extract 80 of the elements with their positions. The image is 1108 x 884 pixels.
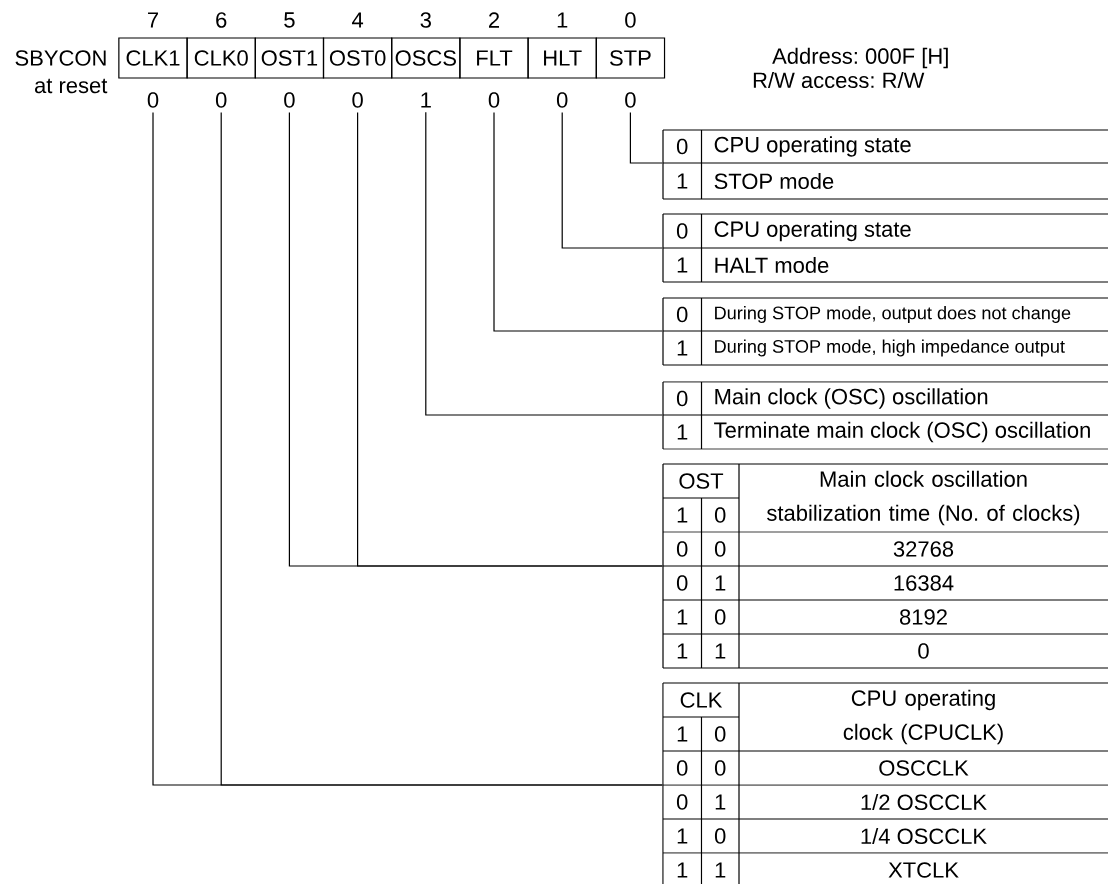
bit-value: 0 xyxy=(676,575,688,591)
reset-value: 0 xyxy=(556,92,568,108)
bit-field-box: OSCS xyxy=(391,37,461,79)
bit-value: 0 xyxy=(676,223,688,239)
bit-value: 0 xyxy=(676,760,688,776)
bit-value: 1 xyxy=(715,643,726,659)
bit-value: 1 xyxy=(715,575,726,591)
setting-value: XTCLK xyxy=(888,862,959,878)
bit-value: 1 xyxy=(715,862,726,878)
bit-field-box: OST1 xyxy=(254,37,325,79)
access-text: R/W access: R/W xyxy=(753,71,925,89)
bit-value: 0 xyxy=(714,760,726,776)
description-text: Terminate main clock (OSC) oscillation xyxy=(714,421,1090,443)
description-text: Main clock (OSC) oscillation xyxy=(715,388,988,409)
bit-value: 1 xyxy=(677,828,688,844)
setting-value: 32768 xyxy=(893,541,954,557)
bit-value: 0 xyxy=(714,541,726,557)
reset-value: 0 xyxy=(147,92,159,108)
leader-line xyxy=(357,111,663,567)
bit-number: 2 xyxy=(489,12,499,28)
bit-value: 1 xyxy=(677,257,688,273)
leader-line xyxy=(493,111,663,332)
reset-value: 0 xyxy=(488,92,500,108)
description-text: STOP mode xyxy=(714,172,834,190)
setting-value: 8192 xyxy=(900,609,947,625)
leader-line xyxy=(629,111,663,164)
bit-number: 7 xyxy=(148,12,158,28)
column-header: CPU operating clock (CPUCLK) xyxy=(843,689,1003,745)
bit-value: 0 xyxy=(676,138,688,155)
reset-value: 0 xyxy=(284,92,295,108)
bit-field-box: OST0 xyxy=(322,37,393,79)
bit-number: 5 xyxy=(284,12,295,28)
bit-number: 1 xyxy=(677,726,688,742)
bit-number: 0 xyxy=(714,726,726,742)
reset-value: 0 xyxy=(352,92,363,108)
bit-field-box: FLT xyxy=(459,37,529,79)
setting-value: 0 xyxy=(918,643,929,659)
bit-value: 0 xyxy=(714,609,726,625)
bit-value: 1 xyxy=(677,424,688,440)
reset-value: 0 xyxy=(625,92,636,108)
bit-value: 1 xyxy=(715,794,726,810)
setting-value: 1/2 OSCCLK xyxy=(861,793,987,811)
description-text: During STOP mode, output does not change xyxy=(715,306,1071,323)
bit-number: 6 xyxy=(216,12,227,28)
bit-number: 0 xyxy=(714,507,726,523)
bit-value: 1 xyxy=(677,173,688,189)
column-header: Main clock oscillation stabilization time (No. of clocks) xyxy=(767,470,1080,526)
description-text: CPU operating state xyxy=(714,136,911,157)
bit-value: 0 xyxy=(676,794,688,810)
address-text: Address: 000F [H] xyxy=(772,47,948,69)
description-text: HALT mode xyxy=(715,256,829,274)
setting-value: 1/4 OSCCLK xyxy=(861,827,987,845)
bit-value: 0 xyxy=(676,306,688,323)
bit-number: 3 xyxy=(420,12,431,28)
bit-field-box: STP xyxy=(595,37,666,79)
bit-value: 1 xyxy=(677,862,688,878)
bit-field-box: CLK0 xyxy=(186,37,256,79)
setting-value: 16384 xyxy=(894,575,954,591)
row-label: at reset xyxy=(35,78,108,94)
bit-number: 0 xyxy=(625,12,636,28)
description-text: During STOP mode, high impedance output xyxy=(715,339,1065,357)
bit-value: 0 xyxy=(714,828,726,844)
bit-number: 1 xyxy=(677,507,688,523)
bit-field-box: HLT xyxy=(527,37,597,79)
bit-value: 0 xyxy=(676,541,688,557)
bit-value: 1 xyxy=(677,340,688,356)
setting-value: OSCCLK xyxy=(879,760,969,776)
bit-value: 1 xyxy=(677,643,688,659)
bit-field-box: CLK1 xyxy=(118,37,188,79)
leader-line xyxy=(561,111,663,249)
bit-number: 4 xyxy=(352,12,364,28)
leader-line xyxy=(425,111,663,416)
description-text: CPU operating state xyxy=(714,220,911,242)
reset-value: 1 xyxy=(421,92,431,108)
bit-value: 0 xyxy=(676,390,688,407)
reset-value: 0 xyxy=(215,92,227,108)
bit-value: 1 xyxy=(677,609,688,625)
column-header: CLK xyxy=(680,692,723,708)
bit-number: 1 xyxy=(557,12,568,28)
column-header: OST xyxy=(679,473,724,489)
